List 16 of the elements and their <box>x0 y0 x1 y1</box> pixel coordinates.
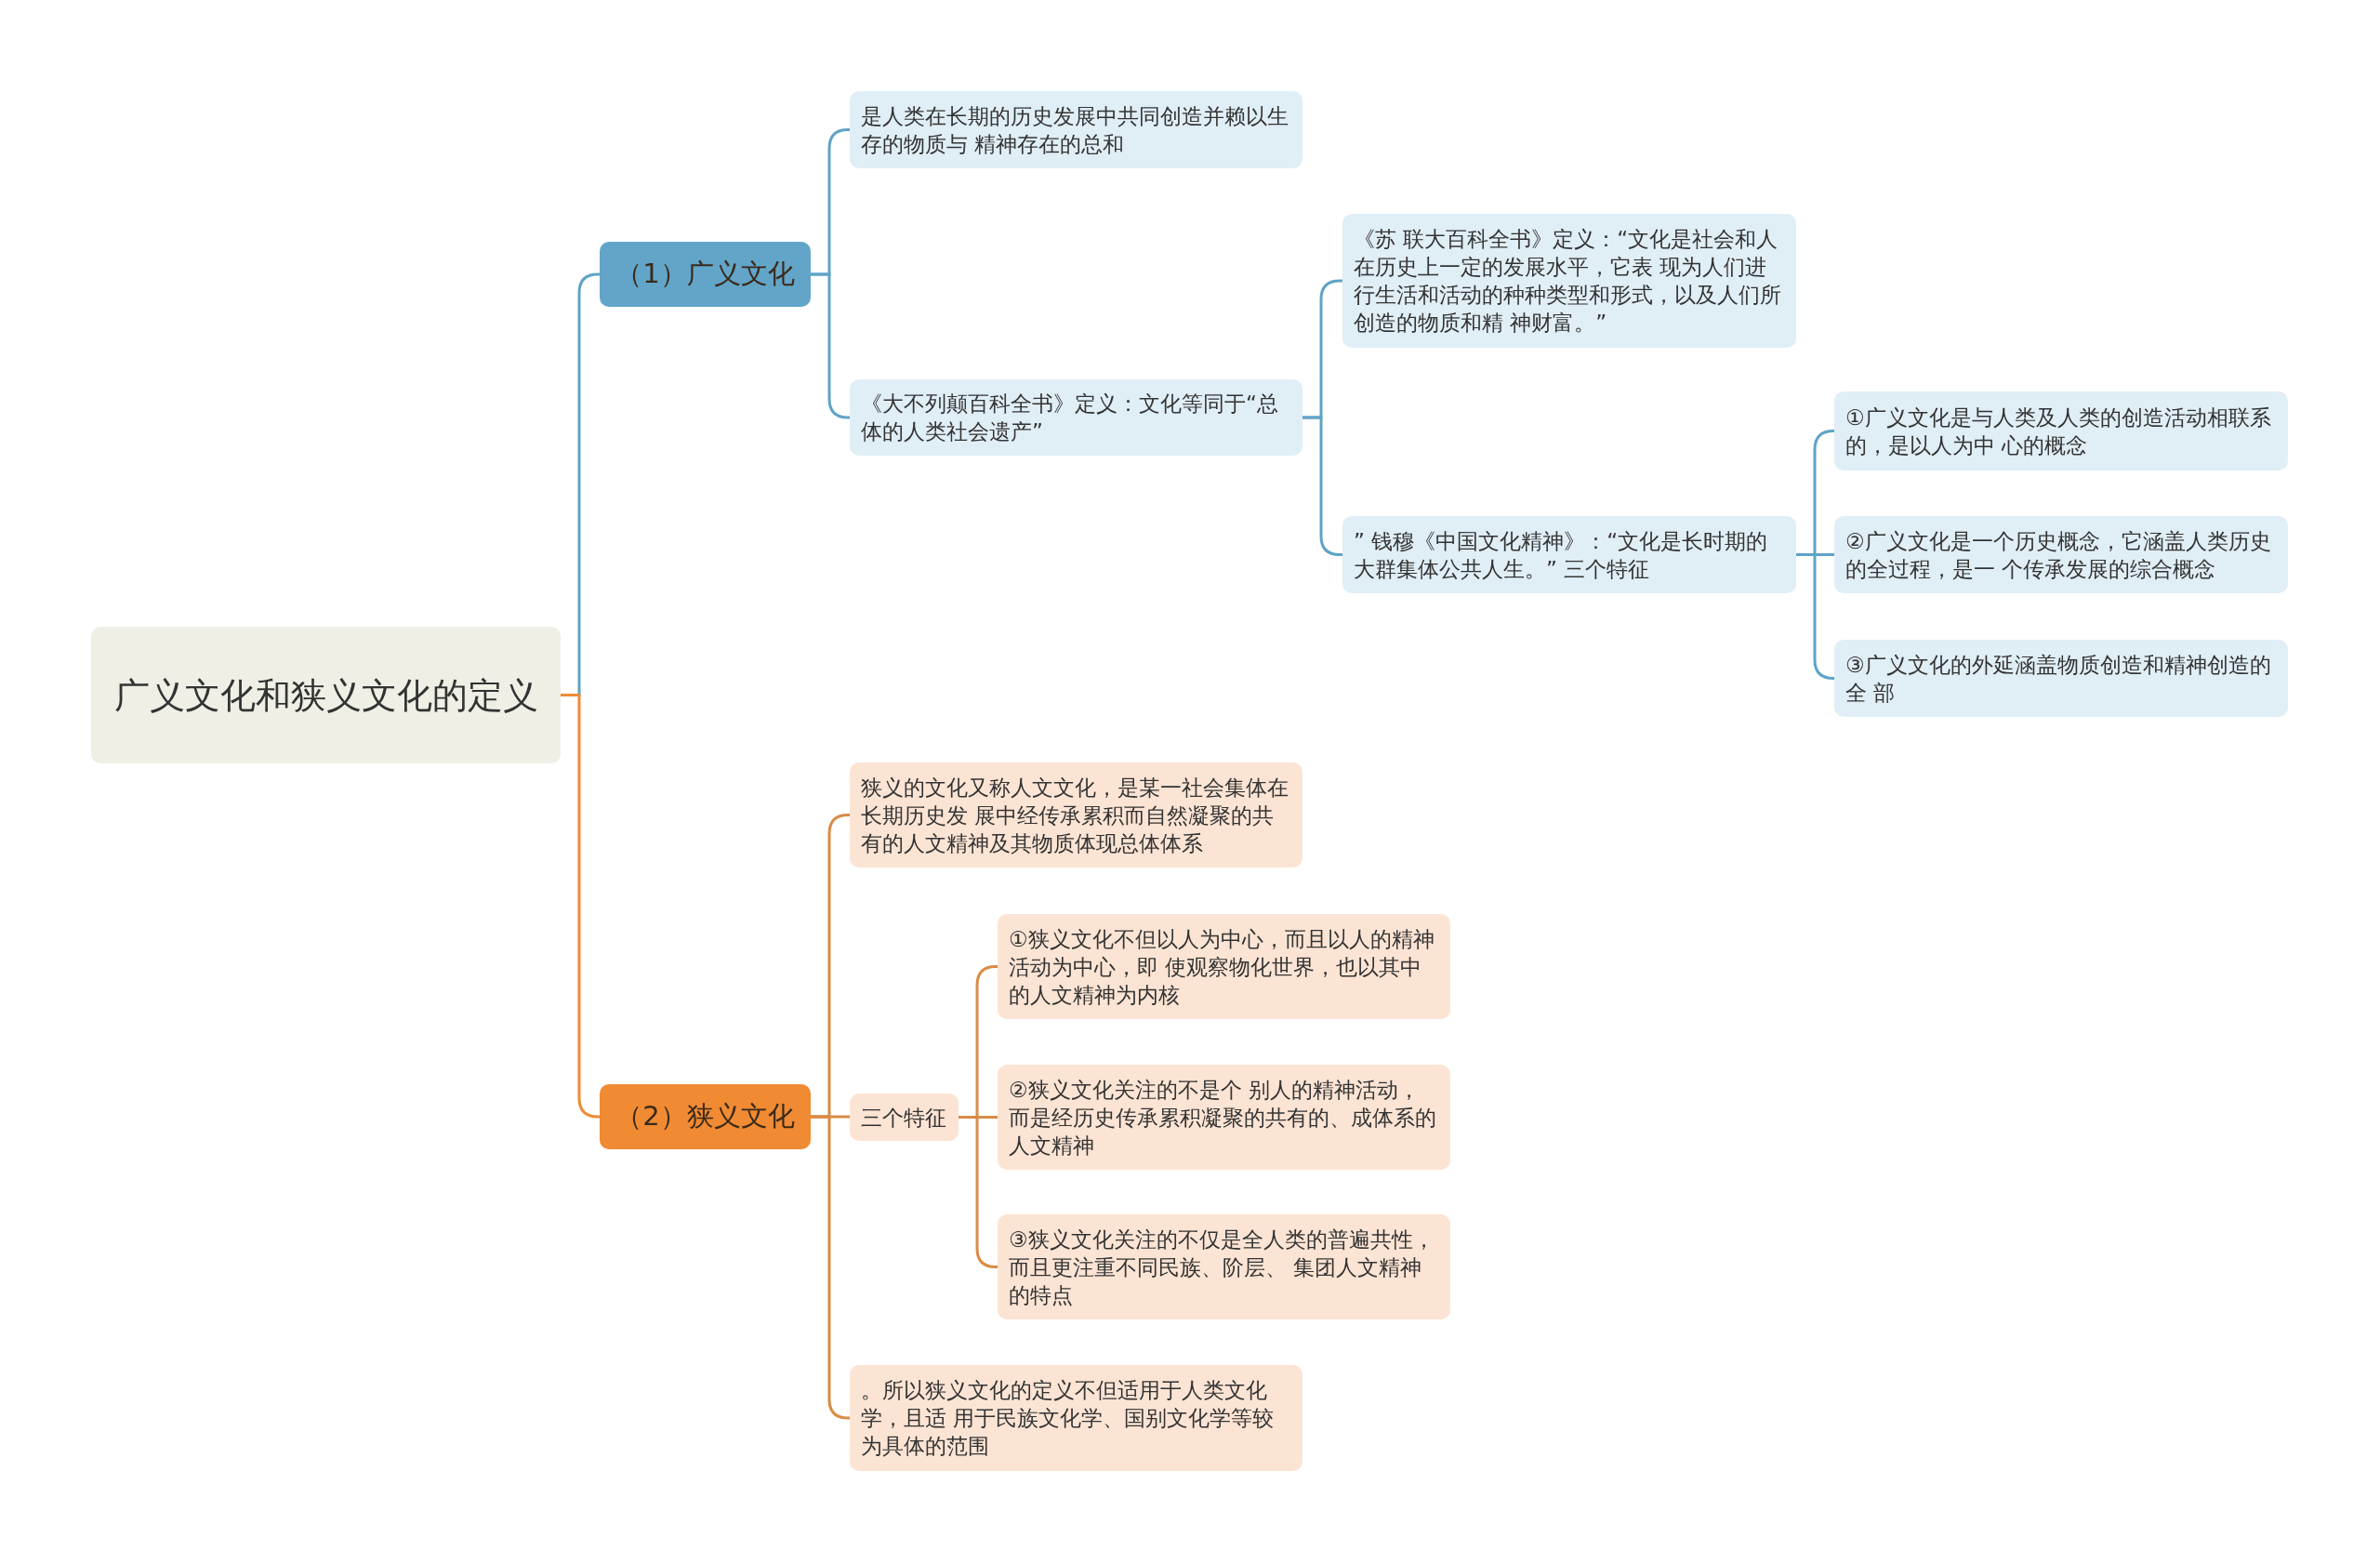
subtopic-box: 三个特征 <box>850 1093 959 1141</box>
subtopic-box: 《大不列颠百科全书》定义：文化等同于“总体的人类社会遗产” <box>850 379 1302 456</box>
subtopic-box: ②狭义文化关注的不是个 别人的精神活动，而是经历史传承累积凝聚的共有的、成体系的人文精神 <box>998 1065 1450 1170</box>
subtopic-box: 。所以狭义文化的定义不但适用于人类文化学，且适 用于民族文化学、国别文化学等较为具体的范围 <box>850 1365 1302 1471</box>
subtopic-box: 是人类在长期的历史发展中共同创造并赖以生存的物质与 精神存在的总和 <box>850 91 1302 168</box>
subtopic-box: 《苏 联大百科全书》定义：“文化是社会和人在历史上一定的发展水平，它表 现为人们进行生活和活动的种种类型和形式，以及人们所创造的物质和精 神财富。” <box>1342 214 1796 348</box>
subtopic-box: ①狭义文化不但以人为中心，而且以人的精神活动为中心，即 使观察物化世界，也以其中的人文精神为内核 <box>998 914 1450 1019</box>
subtopic-box: ①广义文化是与人类及人类的创造活动相联系的，是以人为中 心的概念 <box>1834 391 2288 471</box>
subtopic-box: ③广义文化的外延涵盖物质创造和精神创造的全 部 <box>1834 640 2288 717</box>
branch-topic-box: （2）狭义文化 <box>600 1084 811 1149</box>
subtopic-box: ③狭义文化关注的不仅是全人类的普遍共性，而且更注重不同民族、阶层、 集团人文精神的特点 <box>998 1214 1450 1319</box>
central-topic-box: 广义文化和狭义文化的定义 <box>91 627 561 763</box>
subtopic-box: ” 钱穆《中国文化精神》：“文化是长时期的大群集体公共人生。” 三个特征 <box>1342 516 1796 593</box>
branch-topic-box: （1）广义文化 <box>600 242 811 307</box>
subtopic-box: ②广义文化是一个历史概念，它涵盖人类历史的全过程，是一 个传承发展的综合概念 <box>1834 516 2288 593</box>
subtopic-box: 狭义的文化又称人文文化，是某一社会集体在长期历史发 展中经传承累积而自然凝聚的共有的人文精神及其物质体现总体体系 <box>850 762 1302 868</box>
